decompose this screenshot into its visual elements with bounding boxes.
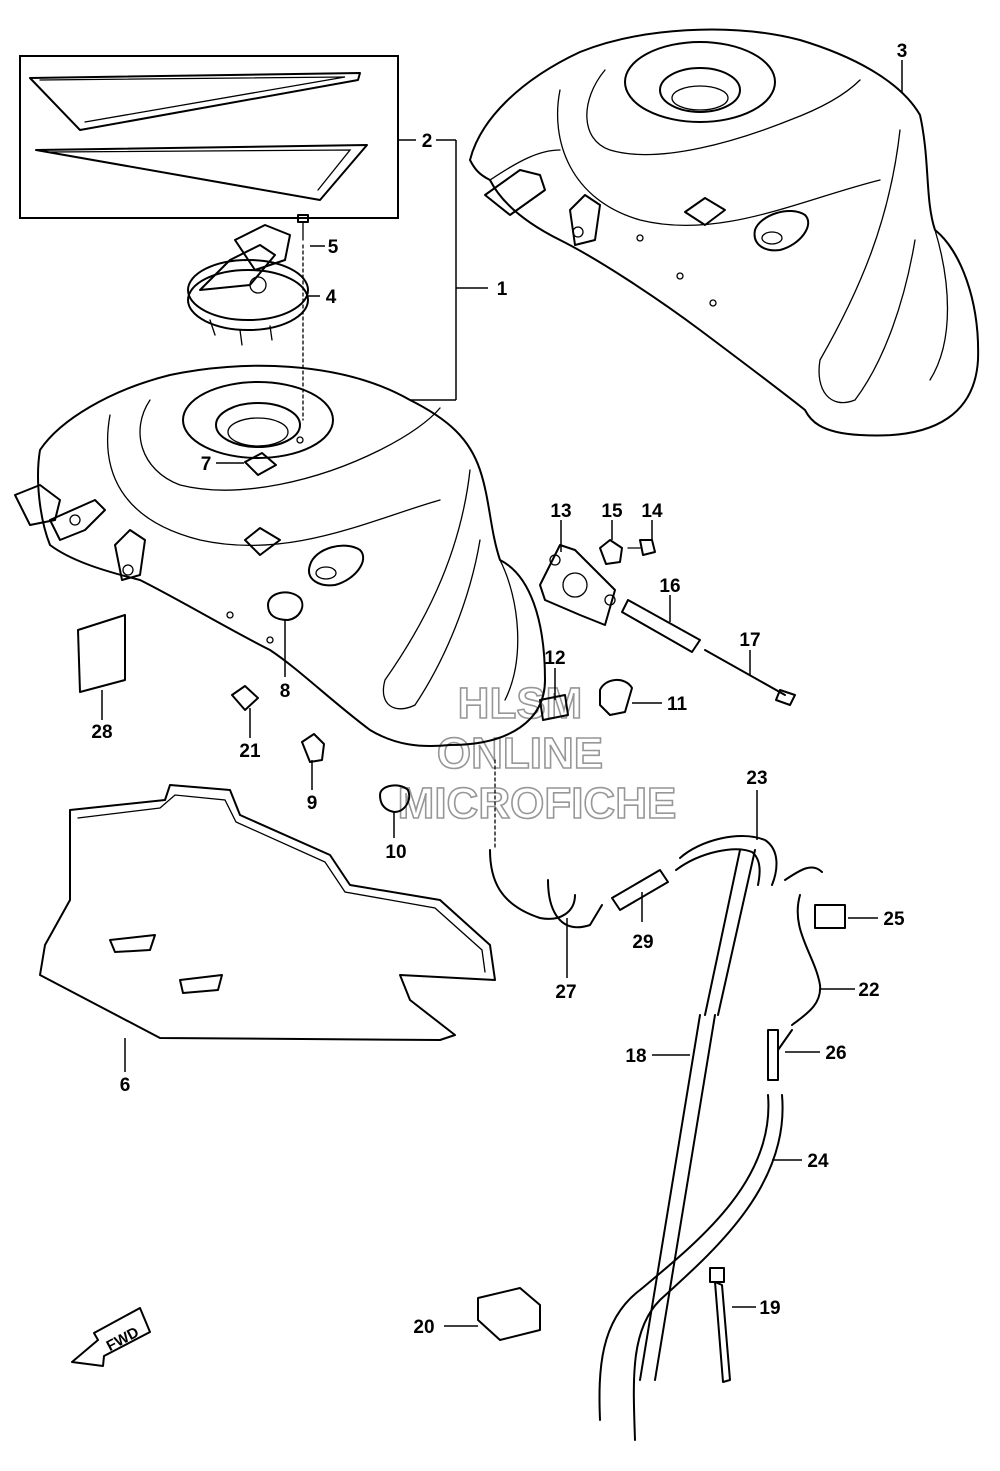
fwd-label: FWD xyxy=(104,1324,142,1355)
part-2-decal-set xyxy=(19,55,399,219)
part-28-label xyxy=(77,614,126,693)
callout-9: 9 xyxy=(307,793,318,814)
callout-19: 19 xyxy=(759,1298,780,1319)
callout-16: 16 xyxy=(659,576,680,597)
part-27-hose xyxy=(489,849,603,929)
part-22-hose xyxy=(784,866,823,1026)
callout-26: 26 xyxy=(825,1043,846,1064)
callout-labels: 2 3 1 5 4 7 8 28 21 9 10 6 13 15 14 16 1… xyxy=(91,41,907,1338)
callout-15: 15 xyxy=(601,501,623,522)
callout-3: 3 xyxy=(897,41,908,62)
callout-29: 29 xyxy=(632,932,653,953)
watermark-line2: ONLINE xyxy=(437,729,603,778)
callout-28: 28 xyxy=(91,722,112,743)
callout-21: 21 xyxy=(239,741,261,762)
callout-23: 23 xyxy=(746,768,767,789)
callout-27: 27 xyxy=(555,982,576,1003)
callout-5: 5 xyxy=(328,237,339,258)
callout-10: 10 xyxy=(385,842,406,863)
callout-25: 25 xyxy=(883,909,905,930)
watermark: HLSM ONLINE MICROFICHE xyxy=(397,678,677,829)
callout-14: 14 xyxy=(641,501,663,522)
part-24-hose xyxy=(598,1094,784,1441)
callout-4: 4 xyxy=(326,287,337,308)
callout-8: 8 xyxy=(280,681,291,702)
callout-11: 11 xyxy=(667,694,688,715)
callout-6: 6 xyxy=(120,1075,131,1096)
leader-lines xyxy=(101,60,903,1327)
part-5-screw xyxy=(297,214,309,241)
part-3-fuel-tank xyxy=(469,28,980,437)
part-7-pad xyxy=(244,452,277,476)
part-23-hose xyxy=(675,835,778,886)
part-9-clip xyxy=(301,733,325,763)
part-26-tee xyxy=(767,1029,793,1081)
callout-12: 12 xyxy=(544,648,565,669)
part-13-bracket xyxy=(539,544,616,626)
callout-1: 1 xyxy=(497,279,508,300)
part-29-joint xyxy=(611,869,669,911)
callout-2: 2 xyxy=(422,131,433,152)
part-19-cable-tie xyxy=(709,1267,731,1383)
part-18-hose xyxy=(639,849,756,1381)
callout-20: 20 xyxy=(413,1317,434,1338)
callout-13: 13 xyxy=(550,501,571,522)
part-17-long-bolt xyxy=(704,649,796,706)
callout-24: 24 xyxy=(807,1151,829,1172)
part-21-pad xyxy=(231,685,259,711)
part-25-cap xyxy=(814,904,846,929)
callout-18: 18 xyxy=(625,1046,646,1067)
watermark-line1: HLSM xyxy=(458,679,583,728)
fwd-arrow-icon: FWD xyxy=(71,1307,151,1367)
part-14-bolt xyxy=(627,539,656,556)
part-6-heat-shield xyxy=(39,784,496,1041)
part-10-grommet xyxy=(379,784,411,813)
part-8-cushion xyxy=(267,591,304,621)
part-11-valve xyxy=(599,679,633,716)
part-4-fuel-cap xyxy=(187,224,309,346)
callout-7: 7 xyxy=(201,454,212,475)
callout-17: 17 xyxy=(739,630,760,651)
watermark-line3: MICROFICHE xyxy=(398,779,677,828)
part-15-nut xyxy=(599,539,623,565)
callout-22: 22 xyxy=(858,980,879,1001)
part-20-clamp xyxy=(477,1287,541,1341)
part-12-filter xyxy=(539,694,569,721)
part-16-sleeve xyxy=(621,599,701,653)
